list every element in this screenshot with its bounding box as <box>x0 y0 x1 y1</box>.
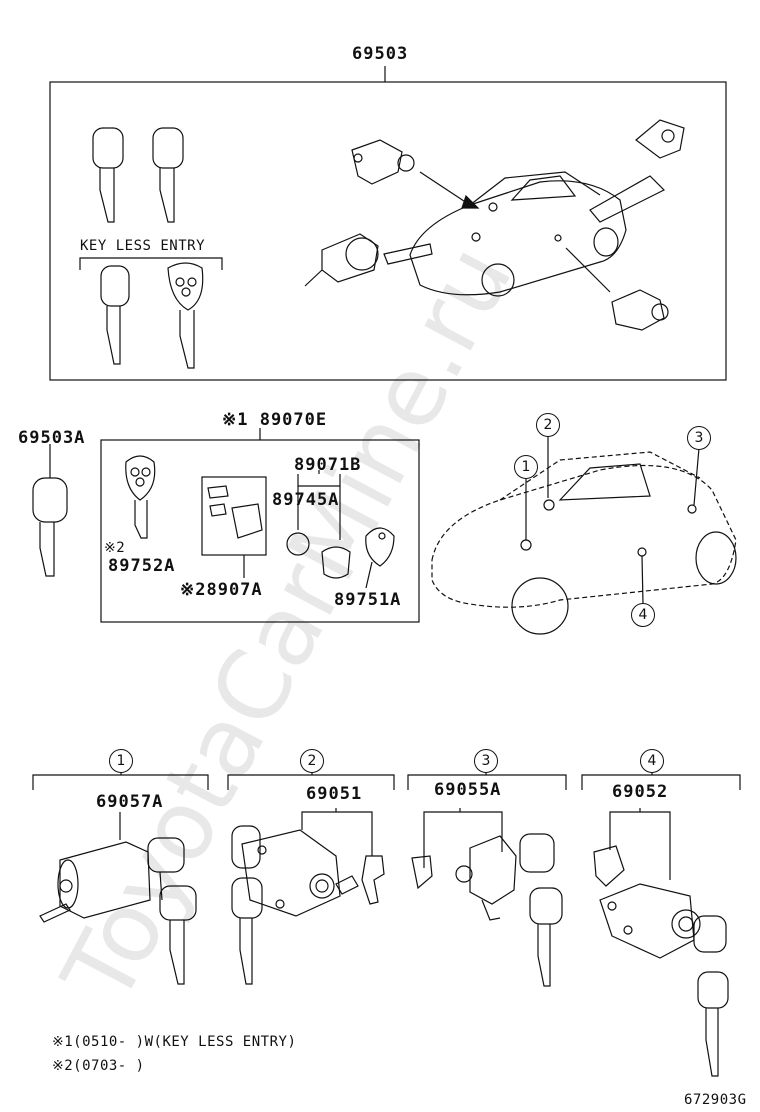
car-right <box>431 451 737 635</box>
footnote-2: ※2(0703- ) <box>52 1058 145 1074</box>
cover <box>321 546 351 579</box>
label-89752A: 89752A <box>108 556 176 576</box>
ignition-cylinder <box>39 841 151 923</box>
lock-top-right <box>635 119 685 159</box>
key-1 <box>92 127 124 223</box>
callout-3-top: 3 <box>687 426 711 450</box>
label-note2: ※2 <box>104 540 126 556</box>
assembly-box <box>49 81 727 381</box>
label-69057A: 69057A <box>96 792 164 812</box>
lock-69052 <box>593 845 701 959</box>
lock-top-bottom <box>611 289 669 331</box>
bracket-89071B <box>297 474 341 487</box>
diagram-code: 672903G <box>684 1092 747 1108</box>
footnote-1: ※1(0510- )W(KEY LESS ENTRY) <box>52 1034 297 1050</box>
key-door-1 <box>231 825 263 985</box>
label-89745A: 89745A <box>272 490 340 510</box>
label-89751A: 89751A <box>334 590 402 610</box>
key-ign-1 <box>147 837 185 901</box>
remote-key-89752A <box>125 455 156 539</box>
label-69503: 69503 <box>352 44 409 64</box>
key-69503A <box>32 477 68 577</box>
label-69503A: 69503A <box>18 428 86 448</box>
callout-1: 1 <box>109 749 133 773</box>
label-89071B: 89071B <box>294 455 362 475</box>
callout-2: 2 <box>300 749 324 773</box>
callout-4-top: 4 <box>631 603 655 627</box>
key-3 <box>100 265 130 365</box>
callout-2-top: 2 <box>536 413 560 437</box>
label-8907A: ※28907A <box>180 580 263 600</box>
case-89751A <box>365 527 395 567</box>
label-keyless-entry: KEY LESS ENTRY <box>80 238 206 254</box>
key-2 <box>152 127 184 223</box>
callout-1-top: 1 <box>514 455 538 479</box>
car-top <box>409 171 627 297</box>
remote-key <box>167 262 204 369</box>
callout-4: 4 <box>640 749 664 773</box>
label-69052: 69052 <box>612 782 669 802</box>
key-ign-2 <box>159 885 197 985</box>
transponder-frame <box>201 476 267 556</box>
key-69052 <box>693 915 729 1077</box>
keyless-bracket <box>79 257 223 270</box>
door-lock-cylinder <box>241 829 359 917</box>
label-69055A: 69055A <box>434 780 502 800</box>
key-69055A <box>519 833 563 987</box>
lock-top-left <box>351 139 415 185</box>
label-69051: 69051 <box>306 784 363 804</box>
ignition-cylinder-top <box>304 233 379 287</box>
label-89070E: ※1 89070E <box>222 410 328 430</box>
lock-69055A <box>411 835 517 921</box>
transponder-board <box>207 485 263 539</box>
callout-3: 3 <box>474 749 498 773</box>
battery <box>286 532 310 556</box>
lever <box>361 855 385 905</box>
